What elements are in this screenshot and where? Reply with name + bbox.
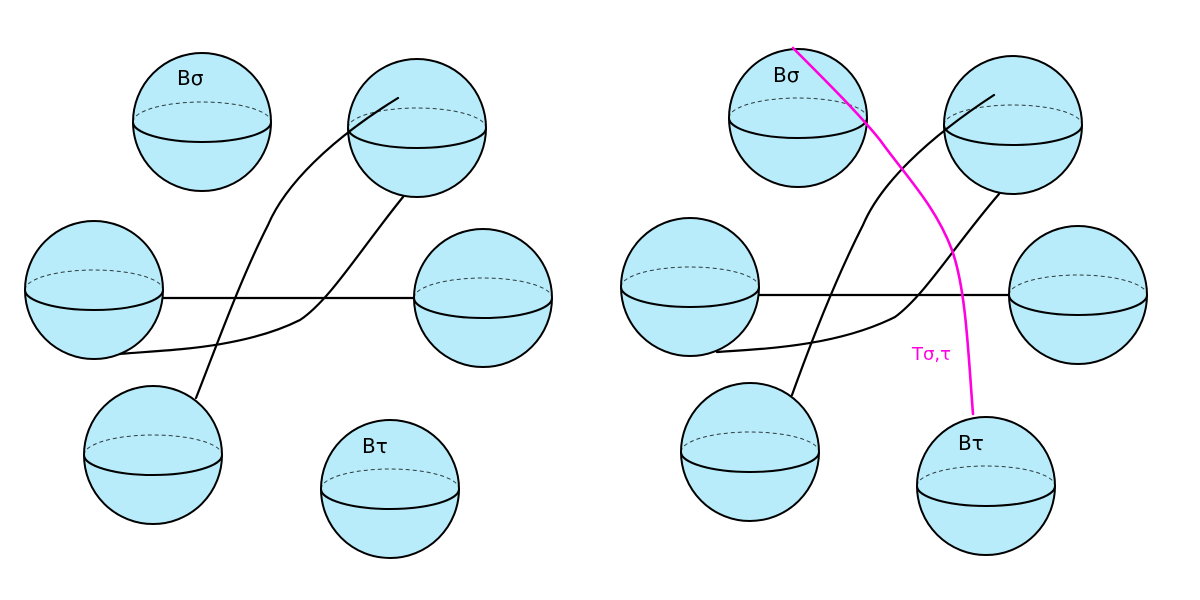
label-b-tau-left: Bτ xyxy=(362,434,388,458)
ball-middle-right-right xyxy=(1008,225,1148,365)
right-panel: Bσ Bτ Tσ,τ xyxy=(620,46,1148,556)
ball-bottom-left-left xyxy=(83,385,223,525)
left-panel: Bσ Bτ xyxy=(24,52,553,559)
ball-top-right-left xyxy=(347,58,487,198)
label-b-sigma-right: Bσ xyxy=(773,63,800,87)
strand-curve-left xyxy=(118,195,405,356)
label-b-tau-right: Bτ xyxy=(958,431,984,455)
strand-diagonal-right xyxy=(790,93,996,397)
tube-t-sigma-tau xyxy=(791,46,975,416)
label-t-sigma-tau: Tσ,τ xyxy=(911,344,951,365)
ball-b-tau-left xyxy=(320,419,460,559)
ball-middle-left-right xyxy=(620,217,760,357)
label-b-sigma-left: Bσ xyxy=(177,66,204,90)
strand-curve-right xyxy=(715,192,1001,354)
ball-b-tau-right xyxy=(916,416,1056,556)
ball-top-right-right xyxy=(943,55,1083,195)
ball-bottom-left-right xyxy=(680,382,820,522)
ball-middle-right-left xyxy=(413,228,553,368)
ball-middle-left-left xyxy=(24,220,164,360)
strand-diagonal-left xyxy=(194,96,400,400)
